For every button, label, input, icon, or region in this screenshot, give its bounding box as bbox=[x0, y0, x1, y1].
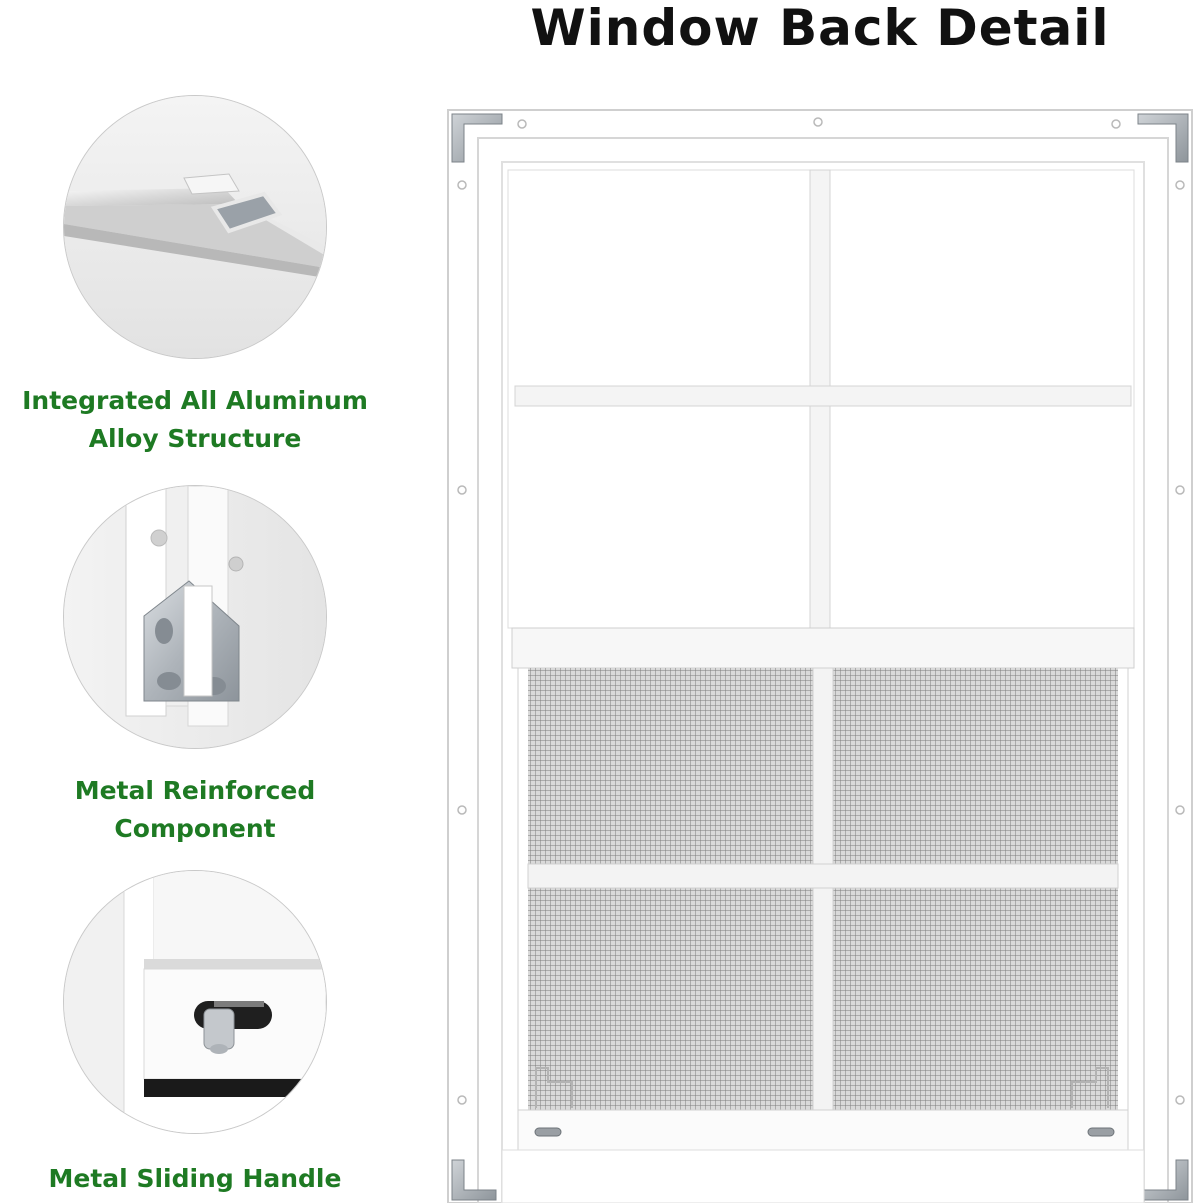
aluminum-profile-icon bbox=[64, 96, 326, 358]
metal-bracket-detail bbox=[63, 485, 327, 749]
feature-caption-handle: Metal Sliding Handle bbox=[0, 1160, 390, 1198]
sliding-handle-detail bbox=[63, 870, 327, 1134]
mounting-holes bbox=[457, 117, 1185, 1105]
caption-line: Alloy Structure bbox=[88, 424, 302, 453]
caption-line: Metal Sliding Handle bbox=[48, 1164, 342, 1193]
caption-line: Integrated All Aluminum bbox=[22, 386, 368, 415]
corner-bracket-icon bbox=[451, 113, 1189, 1201]
feature-caption-bracket: Metal Reinforced Component bbox=[0, 772, 390, 848]
feature-caption-aluminum: Integrated All Aluminum Alloy Structure bbox=[0, 382, 390, 458]
page-title: Window Back Detail bbox=[530, 0, 1110, 57]
caption-line: Component bbox=[114, 814, 276, 843]
window-back-illustration bbox=[447, 109, 1193, 1203]
aluminum-profile-detail bbox=[63, 95, 327, 359]
caption-line: Metal Reinforced bbox=[74, 776, 316, 805]
sliding-handle-icon bbox=[64, 871, 326, 1133]
metal-bracket-icon bbox=[64, 486, 326, 748]
